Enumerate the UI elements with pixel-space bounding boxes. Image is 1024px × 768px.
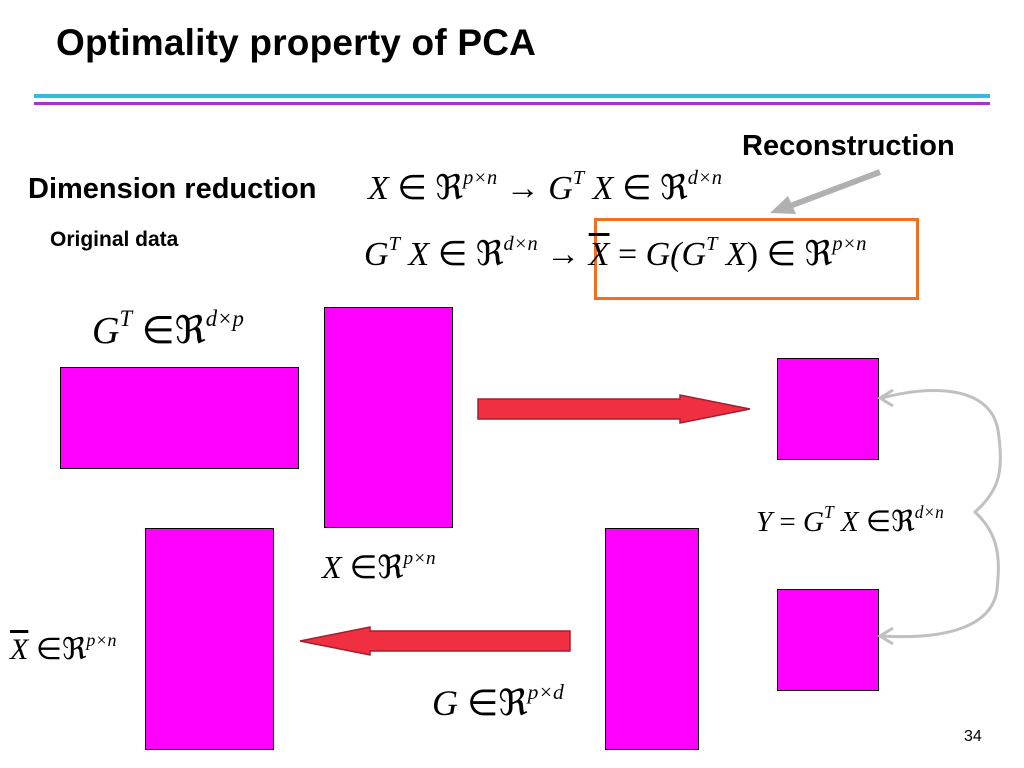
xbar-matrix-label: X ∈ℜp×n xyxy=(10,629,117,667)
forward-arrow xyxy=(477,394,751,424)
g-matrix-label: G ∈ℜp×d xyxy=(432,679,564,723)
y-matrix-block-top xyxy=(777,358,879,460)
title-rule-purple xyxy=(34,102,990,105)
reconstruction-equation: GT X ∈ ℜd×n → X = G(GT X) ∈ ℜp×n xyxy=(364,232,867,273)
xbar-matrix-block xyxy=(145,528,274,750)
backward-arrow xyxy=(299,626,571,656)
gt-matrix-block xyxy=(60,367,299,469)
y-matrix-block-bottom xyxy=(777,589,879,691)
g-matrix-block xyxy=(605,528,699,750)
y-equation-label: Y = GT X ∈ℜd×n xyxy=(756,501,944,538)
title-rule-cyan xyxy=(34,94,990,98)
reconstruction-label: Reconstruction xyxy=(742,130,955,162)
y-brace-connector xyxy=(881,389,1002,639)
dimension-reduction-label: Dimension reduction xyxy=(28,173,317,205)
gt-matrix-label: GT ∈ℜd×p xyxy=(92,305,244,352)
page-number: 34 xyxy=(964,728,982,745)
slide-title: Optimality property of PCA xyxy=(56,22,537,63)
x-matrix-block xyxy=(324,307,453,528)
reconstruction-pointer-arrow xyxy=(770,169,882,214)
reconstruction-highlight-box xyxy=(594,218,919,300)
dimension-reduction-equation: X ∈ ℜp×n → GT X ∈ ℜd×n xyxy=(368,166,722,207)
original-data-label: Original data xyxy=(50,228,179,251)
x-matrix-label: X ∈ℜp×n xyxy=(322,547,436,585)
